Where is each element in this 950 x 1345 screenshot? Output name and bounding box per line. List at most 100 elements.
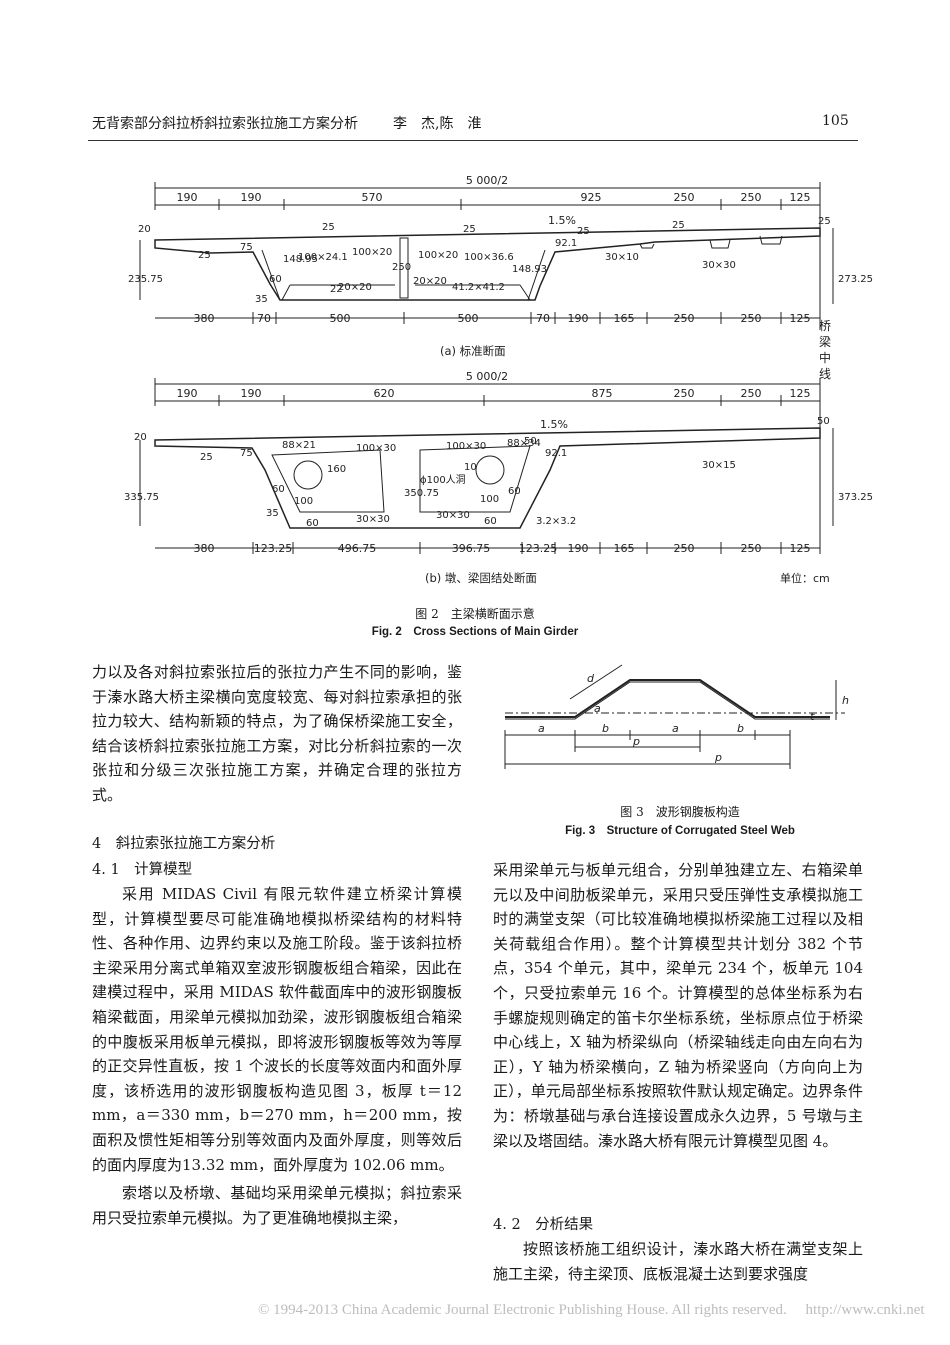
label-b: 100×30 bbox=[356, 443, 396, 454]
fig3-label-a: a bbox=[672, 722, 679, 735]
top-dim-a: 250 bbox=[674, 191, 695, 204]
figure-3-corrugated-web: d h a t a b a b p p bbox=[504, 664, 849, 769]
label-b: 100 bbox=[294, 496, 313, 507]
bottom-dim-a: 500 bbox=[330, 312, 351, 325]
label-a: 148.93 bbox=[512, 264, 547, 275]
fig3-label-a: a bbox=[538, 722, 545, 735]
label-b: 50 bbox=[817, 416, 830, 427]
bottom-dim-b: 165 bbox=[614, 542, 635, 555]
label-b: 160 bbox=[327, 464, 346, 475]
total-dim-b: 5 000/2 bbox=[466, 370, 508, 383]
top-dim-ticks-a bbox=[218, 199, 782, 210]
header-rule bbox=[88, 140, 858, 141]
label-a: 75 bbox=[240, 242, 253, 253]
intro-paragraph: 力以及各对斜拉索张拉后的张拉力产生不同的影响，鉴于溱水路大桥主梁横向宽度较宽、每… bbox=[92, 663, 462, 804]
label-b: 92.1 bbox=[545, 448, 567, 459]
section-4-1-heading: 4. 1 计算模型 bbox=[92, 862, 193, 878]
subcaption-a: (a) 标准断面 bbox=[440, 344, 506, 358]
label-b: 60 bbox=[306, 518, 319, 529]
bottom-dim-b: 123.25 bbox=[519, 542, 558, 555]
label-a: 25 bbox=[672, 220, 685, 231]
top-dim-a: 190 bbox=[241, 191, 262, 204]
paragraph: 索塔以及桥墩、基础均采用梁单元模拟；斜拉索采用只受拉索单元模拟。为了更准确地模拟… bbox=[92, 1184, 462, 1227]
label-b: 3.2×3.2 bbox=[536, 516, 576, 527]
centerline-char: 桥 bbox=[819, 319, 831, 333]
label-a: 25 bbox=[198, 250, 211, 261]
fig3-label-d: d bbox=[587, 672, 595, 685]
label-b: 25 bbox=[200, 452, 213, 463]
label-b: 60 bbox=[484, 516, 497, 527]
label-b: 30×15 bbox=[702, 460, 736, 471]
bottom-dim-a: 165 bbox=[614, 312, 635, 325]
label-b: 60 bbox=[508, 486, 521, 497]
label-b: 35 bbox=[266, 508, 279, 519]
top-dim-a: 125 bbox=[790, 191, 811, 204]
label-a: 92.1 bbox=[555, 238, 577, 249]
top-dim-a: 190 bbox=[177, 191, 198, 204]
total-dim-a: 5 000/2 bbox=[466, 174, 508, 187]
figure-3-caption-en: Fig. 3 Structure of Corrugated Steel Web bbox=[565, 825, 795, 837]
top-dims-b: 190 190 620 875 250 250 125 bbox=[177, 387, 811, 400]
labels-a: 20 25 75 25 100×24.1 100×20 25 100×20 10… bbox=[128, 216, 873, 305]
running-title: 无背索部分斜拉桥斜拉索张拉施工方案分析 bbox=[92, 116, 358, 132]
label-b: 60 bbox=[272, 484, 285, 495]
authors: 李 杰,陈 淮 bbox=[393, 116, 482, 132]
section-4-2-heading: 4. 2 分析结果 bbox=[493, 1217, 594, 1233]
label-a: 20 bbox=[138, 224, 151, 235]
top-dim-b: 250 bbox=[674, 387, 695, 400]
top-dim-b: 250 bbox=[741, 387, 762, 400]
label-a: 30×10 bbox=[605, 252, 639, 263]
bottom-dims-a: 380 70 500 500 70 190 165 250 250 125 bbox=[194, 312, 811, 325]
label-b: 50 bbox=[524, 436, 537, 447]
top-dim-b: 190 bbox=[177, 387, 198, 400]
right-body: 采用梁单元与板单元组合，分别单独建立左、右箱梁单元以及中间肋板梁单元，采用只受压… bbox=[493, 858, 863, 1153]
slope-a: 1.5% bbox=[548, 214, 576, 227]
label-b: 10 bbox=[464, 462, 477, 473]
bottom-dim-b: 380 bbox=[194, 542, 215, 555]
paragraph: 按照该桥施工组织设计，溱水路大桥在满堂支架上施工主梁，待主梁顶、底板混凝土达到要… bbox=[493, 1240, 863, 1283]
label-b: 20 bbox=[134, 432, 147, 443]
fig3-label-p: p bbox=[714, 751, 722, 764]
label-a: 100×36.6 bbox=[464, 252, 514, 263]
left-body: 采用 MIDAS Civil 有限元软件建立桥梁计算模型，计算模型要尽可能准确地… bbox=[92, 882, 462, 1230]
bottom-dim-a: 250 bbox=[674, 312, 695, 325]
paragraph: 采用梁单元与板单元组合，分别单独建立左、右箱梁单元以及中间肋板梁单元，采用只受压… bbox=[493, 861, 863, 1150]
label-b: ϕ100人洞 bbox=[420, 474, 466, 486]
figure-2-cross-sections: 5 000/2 190 190 570 925 250 250 125 380 … bbox=[124, 174, 873, 585]
centerline-char: 线 bbox=[819, 367, 831, 381]
bottom-dim-b: 496.75 bbox=[338, 542, 377, 555]
fig3-label-h: h bbox=[842, 694, 849, 707]
unit-label: 单位：cm bbox=[780, 571, 830, 585]
bottom-dim-a: 70 bbox=[536, 312, 550, 325]
subcaption-b: (b) 墩、梁固结处断面 bbox=[425, 571, 537, 585]
centerline-char: 梁 bbox=[819, 334, 831, 349]
fig3-label-b: b bbox=[737, 722, 744, 735]
label-a: 41.2×41.2 bbox=[452, 282, 505, 293]
bottom-dim-b: 396.75 bbox=[452, 542, 491, 555]
bottom-dim-b: 123.25 bbox=[254, 542, 293, 555]
label-a: 30×30 bbox=[702, 260, 736, 271]
paragraph: 采用 MIDAS Civil 有限元软件建立桥梁计算模型，计算模型要尽可能准确地… bbox=[92, 885, 462, 1174]
centerline-char: 中 bbox=[819, 350, 831, 365]
label-a: 250 bbox=[392, 262, 411, 273]
label-b: 100×30 bbox=[446, 441, 486, 452]
bottom-dim-a: 190 bbox=[568, 312, 589, 325]
label-a: 273.25 bbox=[838, 274, 873, 285]
top-dim-a: 570 bbox=[362, 191, 383, 204]
fig3-label-t: t bbox=[810, 710, 815, 723]
bottom-dim-b: 125 bbox=[790, 542, 811, 555]
label-b: 30×30 bbox=[356, 514, 390, 525]
label-b: 373.25 bbox=[838, 492, 873, 503]
fig3-label-a: a bbox=[594, 702, 601, 715]
label-a: 20×20 bbox=[413, 276, 447, 287]
bottom-dim-b: 190 bbox=[568, 542, 589, 555]
labels-b: 20 25 75 88×21 100×30 100×30 88×34 50 92… bbox=[124, 416, 873, 529]
copyright-footer: © 1994-2013 China Academic Journal Elect… bbox=[258, 1302, 925, 1318]
figure-3-caption-zh: 图 3 波形钢腹板构造 bbox=[620, 805, 740, 819]
label-a: 100×20 bbox=[418, 250, 458, 261]
fig3-label-p: p bbox=[632, 735, 640, 748]
label-a: 22 bbox=[330, 284, 343, 295]
top-dim-a: 250 bbox=[741, 191, 762, 204]
label-a: 20×20 bbox=[338, 282, 372, 293]
section-4-heading: 4 斜拉索张拉施工方案分析 bbox=[92, 836, 276, 852]
